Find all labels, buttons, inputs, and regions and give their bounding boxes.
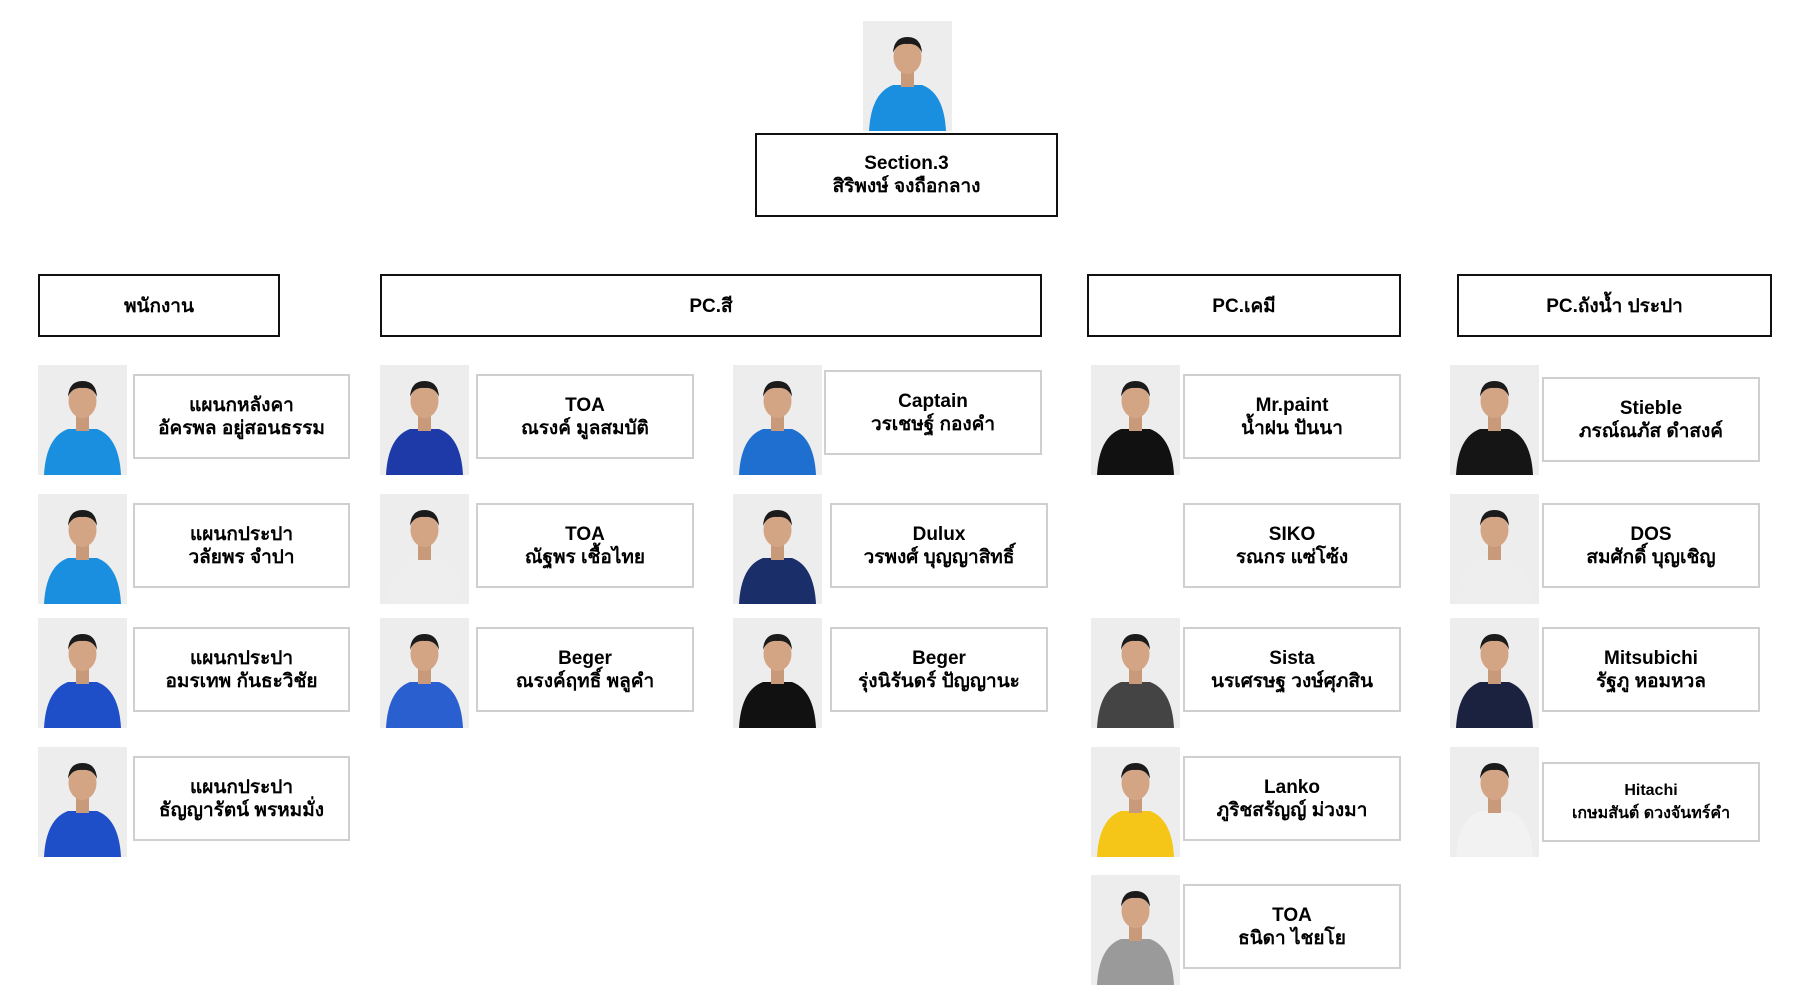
member-name: รุ่งนิรันดร์ ปัญญานะ xyxy=(858,670,1020,692)
member-title: TOA xyxy=(565,523,605,545)
member-name: ณรงค์ มูลสมบัติ xyxy=(521,417,649,439)
member-name: ณัฐพร เชื้อไทย xyxy=(524,546,646,568)
member-photo xyxy=(380,494,469,604)
member-name: น้ำฝน ปันนา xyxy=(1241,417,1343,439)
member-photo xyxy=(38,618,127,728)
member-title: Beger xyxy=(558,647,612,669)
member-name: รัฐภู หอมหวล xyxy=(1596,670,1706,692)
member-name: ภูริชสรัญญ์ ม่วงมา xyxy=(1216,799,1368,821)
member-photo xyxy=(733,365,822,475)
member-title: Hitachi xyxy=(1624,782,1678,799)
section-head-box: Section.3 สิริพงษ์ จงถือกลาง xyxy=(755,133,1058,217)
member-card: Hitachi เกษมสันต์ ดวงจันทร์คำ xyxy=(1542,762,1760,842)
member-photo xyxy=(733,494,822,604)
member-title: Sista xyxy=(1269,647,1315,669)
member-title: DOS xyxy=(1630,523,1672,545)
member-name: นรเศรษฐ วงษ์ศุภสิน xyxy=(1211,670,1373,692)
member-title: Lanko xyxy=(1264,776,1320,798)
member-photo xyxy=(1450,365,1539,475)
member-photo xyxy=(380,365,469,475)
member-name: ธนิดา ไชยโย xyxy=(1238,927,1346,949)
member-name: วรเชษฐ์ กองคำ xyxy=(870,413,996,435)
member-name: ภรณ์ณภัส ดำสงค์ xyxy=(1579,420,1723,442)
member-title: แผนกประปา xyxy=(189,647,294,669)
member-name: วลัยพร จำปา xyxy=(188,546,295,568)
member-card: แผนกประปาธัญญารัตน์ พรหมมั่ง xyxy=(133,756,350,841)
member-card: แผนกหลังคาอัครพล อยู่สอนธรรม xyxy=(133,374,350,459)
member-title: แผนกหลังคา xyxy=(189,394,294,416)
member-title: SIKO xyxy=(1268,523,1316,545)
group-header-pc-paint: PC.สี xyxy=(380,274,1042,337)
member-title: Stieble xyxy=(1619,397,1683,419)
member-title: Beger xyxy=(912,647,966,669)
member-photo xyxy=(1091,365,1180,475)
member-name: ธัญญารัตน์ พรหมมั่ง xyxy=(158,799,325,821)
member-photo xyxy=(1450,618,1539,728)
member-photo xyxy=(1450,494,1539,604)
member-card: แผนกประปาอมรเทพ กันธะวิชัย xyxy=(133,627,350,712)
member-photo xyxy=(1091,875,1180,985)
member-title: แผนกประปา xyxy=(189,523,294,545)
member-name: รณกร แซ่โซ้ง xyxy=(1235,546,1349,568)
member-name: เกษมสันต์ ดวงจันทร์คำ xyxy=(1571,805,1731,822)
member-photo xyxy=(38,365,127,475)
member-name: สมศักดิ์ บุญเชิญ xyxy=(1586,546,1716,568)
member-title: แผนกประปา xyxy=(189,776,294,798)
member-photo xyxy=(38,747,127,857)
member-photo xyxy=(1091,618,1180,728)
member-title: Captain xyxy=(898,390,968,412)
group-header-pc-tank-plumbing: PC.ถังน้ำ ประปา xyxy=(1457,274,1772,337)
member-photo xyxy=(1091,747,1180,857)
member-title: TOA xyxy=(565,394,605,416)
member-photo xyxy=(1450,747,1539,857)
member-photo xyxy=(380,618,469,728)
section-head-photo xyxy=(863,21,952,131)
member-name: อัครพล อยู่สอนธรรม xyxy=(158,417,325,439)
member-title: Dulux xyxy=(912,523,966,545)
member-name: วรพงศ์ บุญญาสิทธิ์ xyxy=(863,546,1015,568)
member-title: TOA xyxy=(1272,904,1312,926)
member-title: Mitsubichi xyxy=(1604,647,1698,669)
member-name: ณรงค์ฤทธิ์ พลูคำ xyxy=(515,670,655,692)
member-name: อมรเทพ กันธะวิชัย xyxy=(165,670,318,692)
member-photo xyxy=(733,618,822,728)
section-title: Section.3 xyxy=(864,153,949,174)
group-header-pc-chemical: PC.เคมี xyxy=(1087,274,1401,337)
member-card: แผนกประปาวลัยพร จำปา xyxy=(133,503,350,588)
group-header-staff: พนักงาน xyxy=(38,274,280,337)
member-photo xyxy=(38,494,127,604)
member-title: Mr.paint xyxy=(1255,394,1329,416)
section-head-name: สิริพงษ์ จงถือกลาง xyxy=(832,176,981,197)
